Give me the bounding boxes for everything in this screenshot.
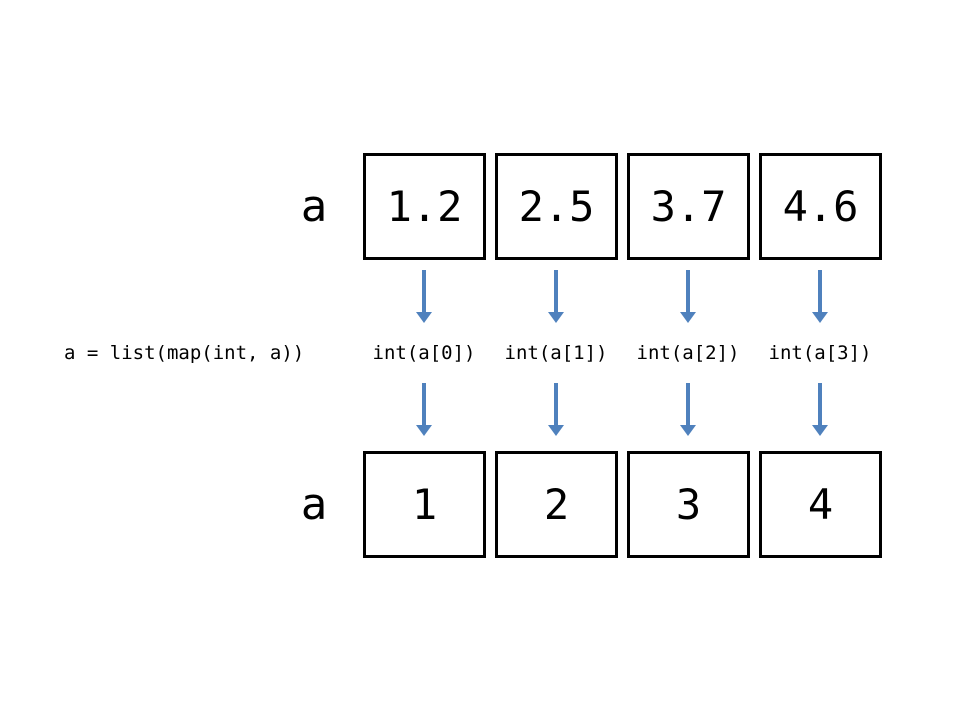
arrow-shaft: [422, 383, 426, 425]
arrow-shaft: [422, 270, 426, 312]
code-label: a = list(map(int, a)): [64, 342, 305, 364]
operation-label-0: int(a[0]): [372, 342, 476, 364]
bottom-array-label: a: [300, 479, 328, 530]
top-array-cell-1: 2.5: [495, 153, 618, 260]
down-arrow-icon: [416, 383, 432, 436]
arrow-shaft: [554, 383, 558, 425]
arrow-head: [416, 312, 432, 323]
arrow-shaft: [554, 270, 558, 312]
bottom-array-cell-1: 2: [495, 451, 618, 558]
operation-label-2: int(a[2]): [636, 342, 740, 364]
arrow-head: [812, 312, 828, 323]
arrow-head: [548, 312, 564, 323]
arrow-head: [680, 312, 696, 323]
top-array-cell-3: 4.6: [759, 153, 882, 260]
down-arrow-icon: [812, 270, 828, 323]
down-arrow-icon: [548, 383, 564, 436]
operation-label-3: int(a[3]): [768, 342, 872, 364]
arrow-head: [680, 425, 696, 436]
operation-label-1: int(a[1]): [504, 342, 608, 364]
top-array-cell-0: 1.2: [363, 153, 486, 260]
arrow-head: [812, 425, 828, 436]
bottom-array-cell-2: 3: [627, 451, 750, 558]
top-array-label: a: [300, 181, 328, 232]
down-arrow-icon: [548, 270, 564, 323]
bottom-array-cell-3: 4: [759, 451, 882, 558]
arrow-head: [548, 425, 564, 436]
arrow-head: [416, 425, 432, 436]
down-arrow-icon: [680, 383, 696, 436]
down-arrow-icon: [416, 270, 432, 323]
top-array-cell-2: 3.7: [627, 153, 750, 260]
arrow-shaft: [818, 270, 822, 312]
arrow-shaft: [686, 270, 690, 312]
bottom-array-cell-0: 1: [363, 451, 486, 558]
down-arrow-icon: [812, 383, 828, 436]
down-arrow-icon: [680, 270, 696, 323]
arrow-shaft: [818, 383, 822, 425]
arrow-shaft: [686, 383, 690, 425]
